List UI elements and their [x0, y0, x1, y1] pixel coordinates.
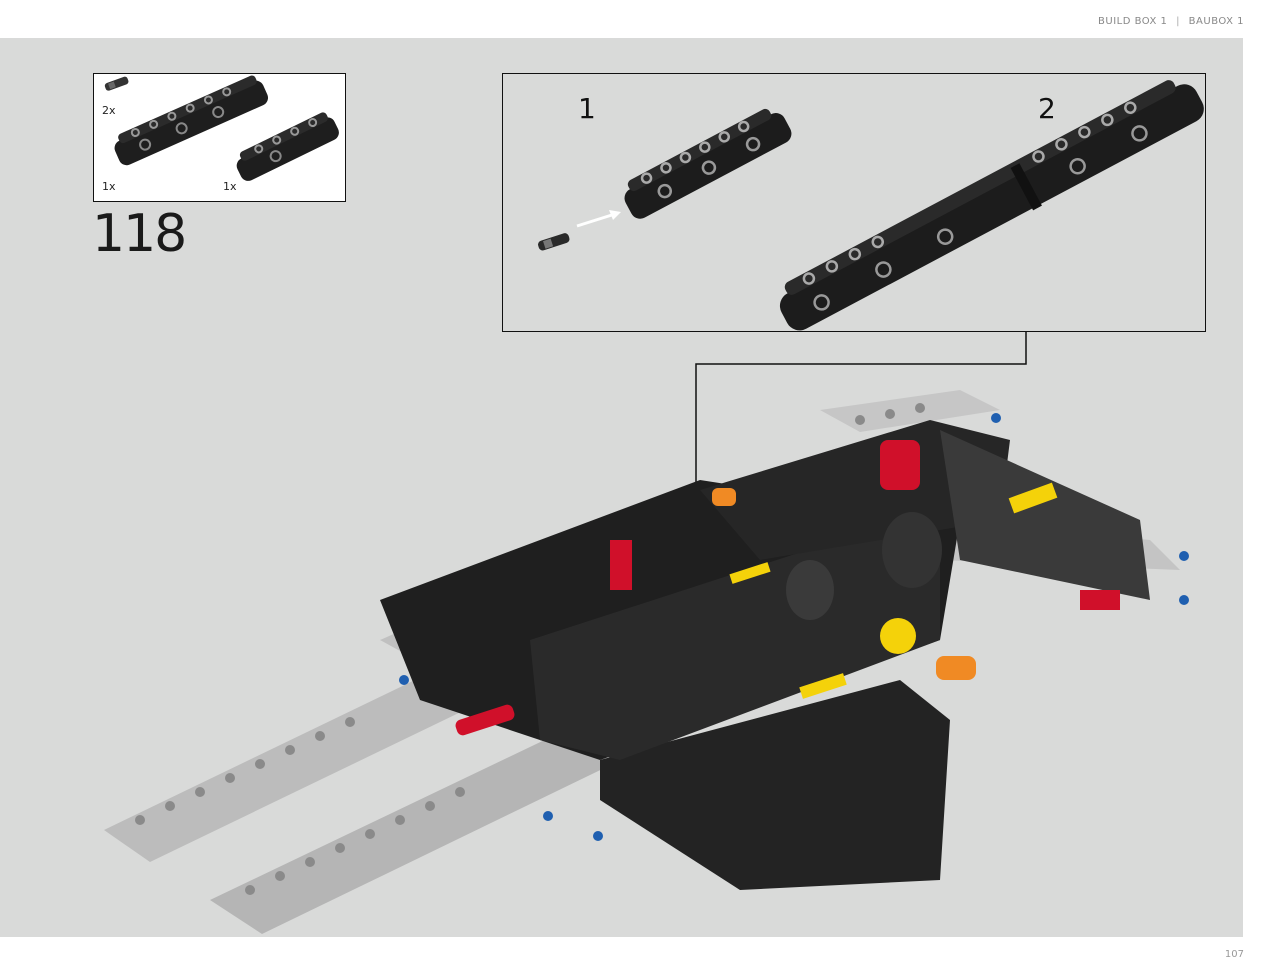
parts-list-box: 2x 1x 1x — [93, 73, 346, 202]
subassembly-box: 1 2 — [502, 73, 1206, 332]
substep-2-beam-icon — [779, 80, 1204, 331]
cylinder-housing — [786, 512, 942, 620]
header-separator: | — [1176, 16, 1180, 27]
black-beam-short-icon — [236, 112, 339, 181]
page-number: 107 — [1224, 949, 1244, 960]
black-beam-long-icon — [114, 75, 269, 166]
black-chassis-body — [380, 420, 1150, 890]
qty-pin: 2x — [102, 104, 116, 117]
build-box-label: BUILD BOX 1 — [1098, 16, 1168, 27]
subassembly-illustration — [538, 80, 1204, 331]
axle-connector-pin-icon — [104, 76, 129, 91]
parts-illustration — [104, 75, 339, 181]
qty-beam-long: 1x — [102, 180, 116, 193]
substep-1-number: 1 — [578, 92, 596, 125]
beam-holes — [135, 403, 925, 895]
step-number: 118 — [92, 204, 187, 264]
baubox-label: BAUBOX 1 — [1188, 16, 1244, 27]
substep-1-beam-icon — [624, 108, 792, 219]
insert-arrow-icon — [576, 212, 616, 228]
page-header: BUILD BOX 1 | BAUBOX 1 — [1098, 16, 1244, 27]
color-accents — [399, 413, 1189, 841]
qty-beam-short: 1x — [223, 180, 237, 193]
substep-2-number: 2 — [1038, 92, 1056, 125]
pin-part-icon — [538, 233, 570, 251]
